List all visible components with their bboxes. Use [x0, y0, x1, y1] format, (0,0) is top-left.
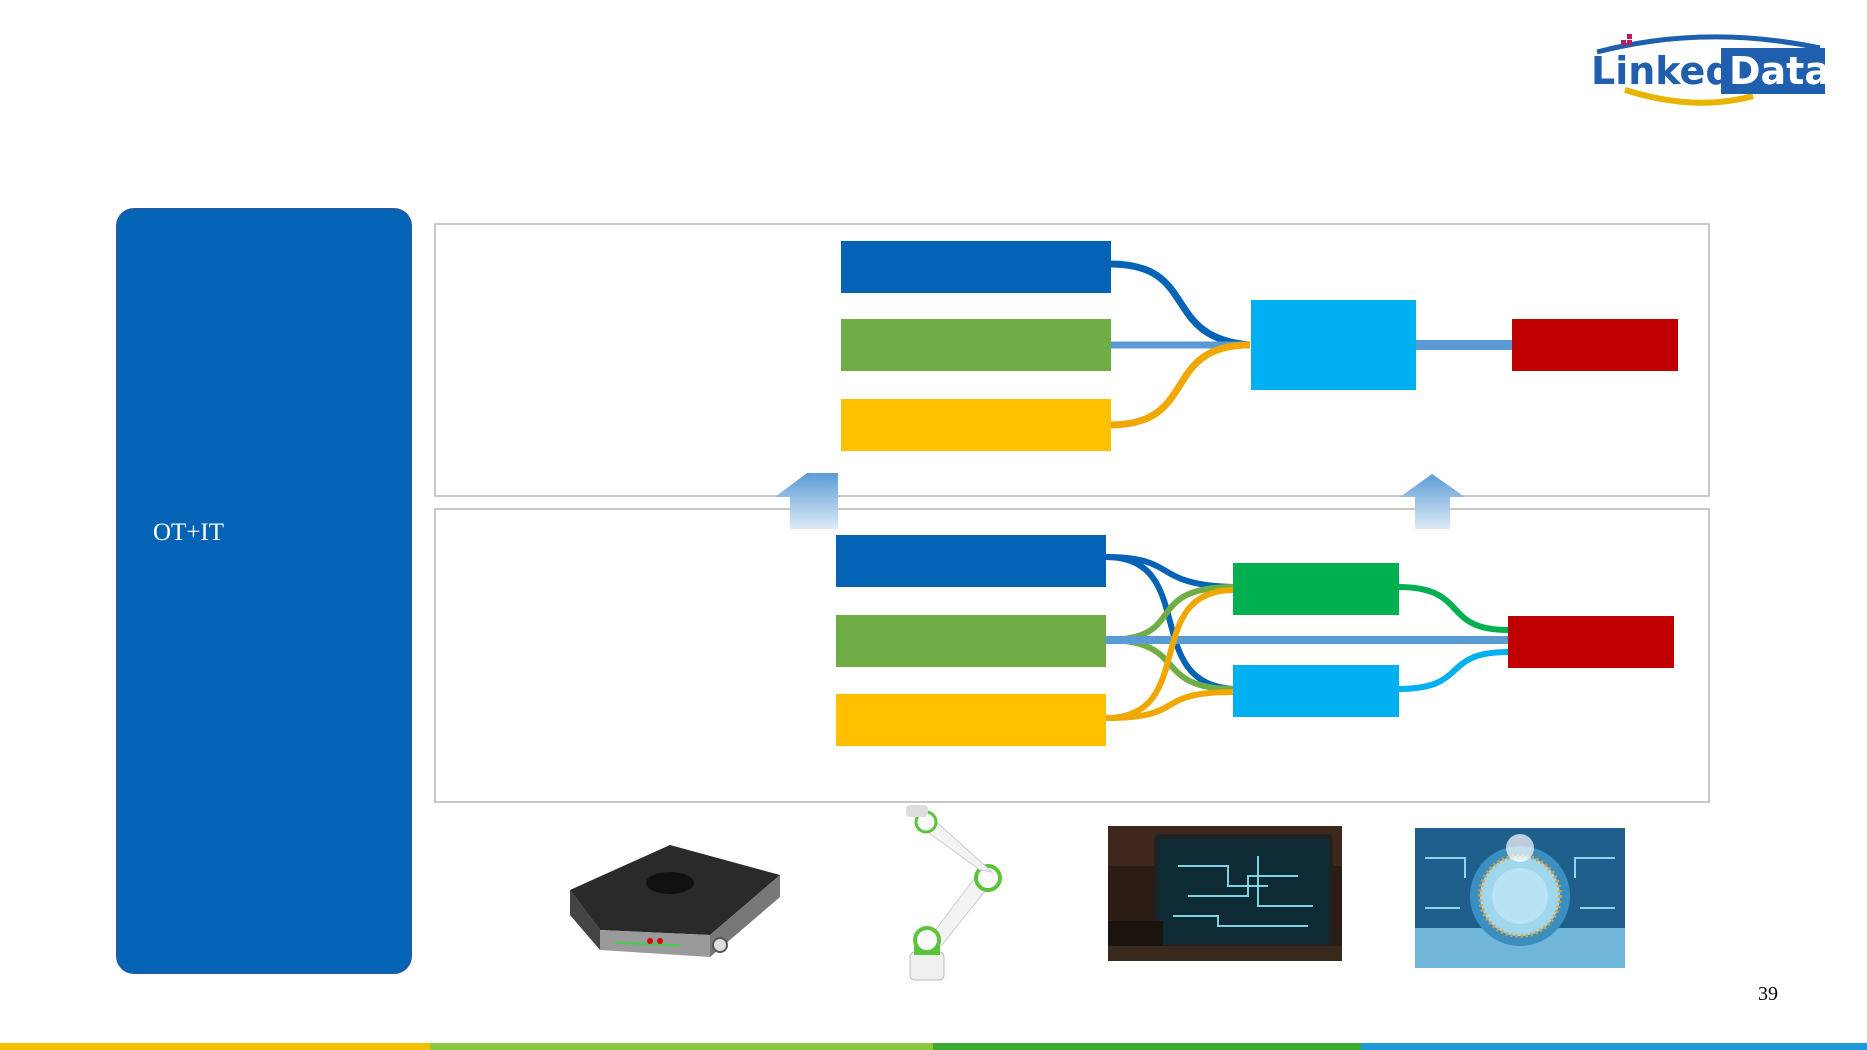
- linkeddata-logo: Linked Data: [1591, 34, 1830, 106]
- left-panel-label: OT+IT: [153, 519, 225, 546]
- logo-word-linked: Linked: [1591, 49, 1733, 93]
- logo-word-data: Data: [1729, 49, 1830, 93]
- left-panel: OT+IT: [116, 208, 412, 974]
- footer-segment-blue: [1361, 1043, 1867, 1050]
- footer-segment-green: [933, 1043, 1361, 1050]
- chip-icon: [1415, 828, 1625, 968]
- page-number: 39: [1758, 983, 1778, 1005]
- monitor-code-icon: [1108, 826, 1342, 961]
- top-diagram-frame: [434, 223, 1710, 497]
- footer-segment-lightgreen: [430, 1043, 933, 1050]
- agv-robot-icon: [570, 845, 780, 957]
- footer-segment-yellow: [0, 1043, 430, 1050]
- footer-color-bar: [0, 1043, 1867, 1050]
- robot-arm-icon: [906, 805, 1002, 981]
- bottom-diagram-frame: [434, 508, 1710, 803]
